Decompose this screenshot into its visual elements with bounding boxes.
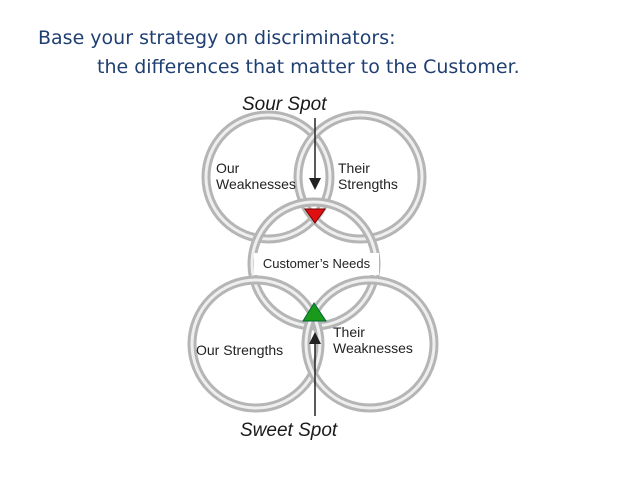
circle-their-weaknesses bbox=[301, 275, 439, 413]
their-strengths-label: Their Strengths bbox=[338, 160, 398, 192]
title-line-1: Base your strategy on discriminators: bbox=[38, 27, 396, 49]
sweet-spot-label: Sweet Spot bbox=[240, 420, 338, 441]
sour-spot-triangle bbox=[304, 208, 326, 224]
our-strengths-label: Our Strengths bbox=[196, 342, 284, 358]
their-weaknesses-label: Their Weaknesses bbox=[333, 324, 413, 356]
our-weaknesses-label: Our Weaknesses bbox=[216, 160, 296, 192]
sweet-spot-triangle bbox=[302, 302, 327, 322]
title-line-2: the differences that matter to the Custo… bbox=[97, 56, 520, 78]
circle-our-weaknesses bbox=[201, 110, 335, 244]
circle-our-strengths bbox=[187, 275, 325, 413]
sour-spot-label: Sour Spot bbox=[242, 94, 327, 115]
slide-title: Base your strategy on discriminators: th… bbox=[38, 24, 520, 82]
circle-their-strengths bbox=[293, 110, 427, 244]
customers-needs-label: Customer’s Needs bbox=[254, 253, 379, 275]
